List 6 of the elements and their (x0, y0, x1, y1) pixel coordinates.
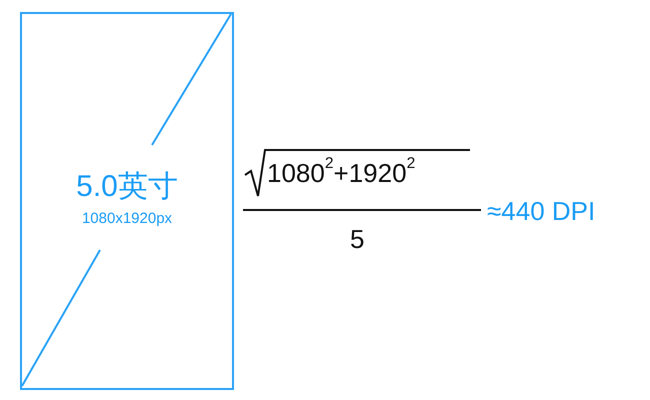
screen-size-text: 5.0英寸 (75, 169, 179, 205)
screen-outline (20, 12, 234, 390)
formula-denominator: 5 (350, 224, 364, 255)
resolution-text: 1080x1920px (80, 210, 174, 227)
result-text: ≈440 DPI (487, 196, 596, 227)
formula-numerator: 1080$^{2}$+1920$^{2}$ (267, 158, 416, 189)
